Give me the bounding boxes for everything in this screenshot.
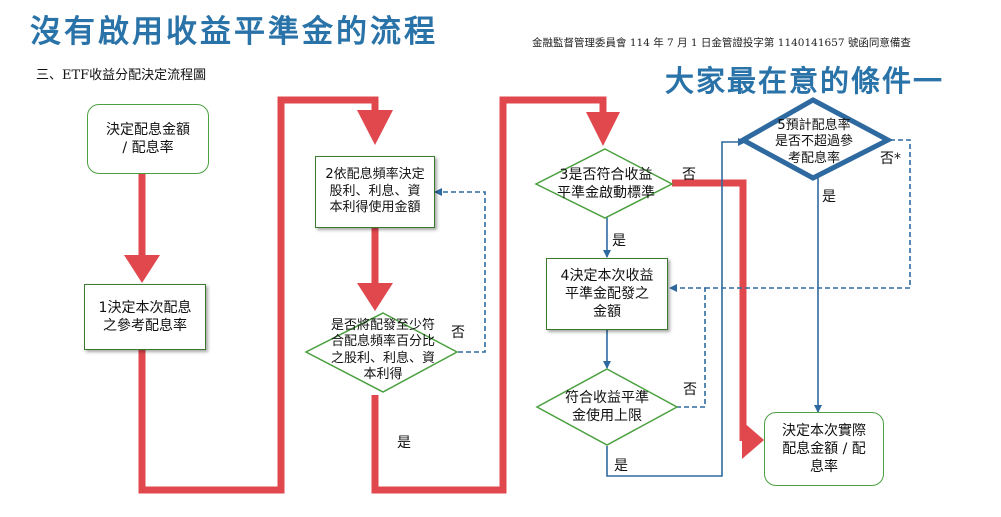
red-arrowhead-1 <box>124 255 160 283</box>
yes-label-d4: 是 <box>614 458 628 474</box>
no-loop-d4 <box>669 284 706 408</box>
step2-box: 2依配息頻率決定 股利、利息、資 本利得使用金額 <box>315 156 435 228</box>
no-label-d3: 否 <box>682 167 696 183</box>
decision3-text: 3是否符合收益 平準金啟動標準 <box>557 167 655 201</box>
red-arrowhead-5 <box>742 421 764 459</box>
start-box: 決定配息金額 / 配息率 <box>87 104 209 174</box>
no-label-d4: 否 <box>683 382 697 398</box>
red-arrowhead-2 <box>357 110 393 145</box>
decision2-text: 是否將配發至少符 合配息頻率百分比 之股利、利息、資 本利得 <box>330 318 435 382</box>
red-flow-path-2 <box>138 96 379 494</box>
decision4-shape <box>535 368 679 446</box>
yes-connector-d4 <box>606 138 746 477</box>
step4-box: 4決定本次收益 平準金配發之 金額 <box>546 258 668 330</box>
yes-label-d5: 是 <box>822 189 836 205</box>
yes-label-d3: 是 <box>612 233 626 249</box>
decision4-text: 符合收益平準 金使用上限 <box>565 390 649 424</box>
final-box: 決定本次實際 配息金額 / 配 息率 <box>764 412 884 486</box>
yes-label-d2: 是 <box>397 435 411 451</box>
page-title: 沒有啟用收益平準金的流程 <box>30 14 438 50</box>
red-arrowhead-3 <box>357 283 393 311</box>
no-label-d2: 否 <box>451 325 465 341</box>
red-flow-path-4 <box>371 96 607 494</box>
decision5-shape <box>737 97 894 181</box>
no-label-d5: 否* <box>880 151 901 167</box>
decision5-text: 5預計配息率 是否不超過參 考配息率 <box>774 118 853 166</box>
red-flow-path-5 <box>672 179 747 441</box>
chart-subtitle: 三、ETF收益分配決定流程圖 <box>36 68 207 83</box>
no-loop-d2 <box>434 188 486 353</box>
highlight-caption: 大家最在意的條件一 <box>665 64 945 98</box>
red-arrowhead-4 <box>586 112 620 146</box>
decision3-shape <box>534 148 674 219</box>
regulatory-notice: 金融監督管理委員會 114 年 7 月 1 日金管證投字第 1140141657… <box>532 37 911 49</box>
no-loop-d5 <box>705 139 911 289</box>
decision2-shape <box>304 312 459 393</box>
step1-box: 1決定本次配息 之參考配息率 <box>84 284 206 350</box>
